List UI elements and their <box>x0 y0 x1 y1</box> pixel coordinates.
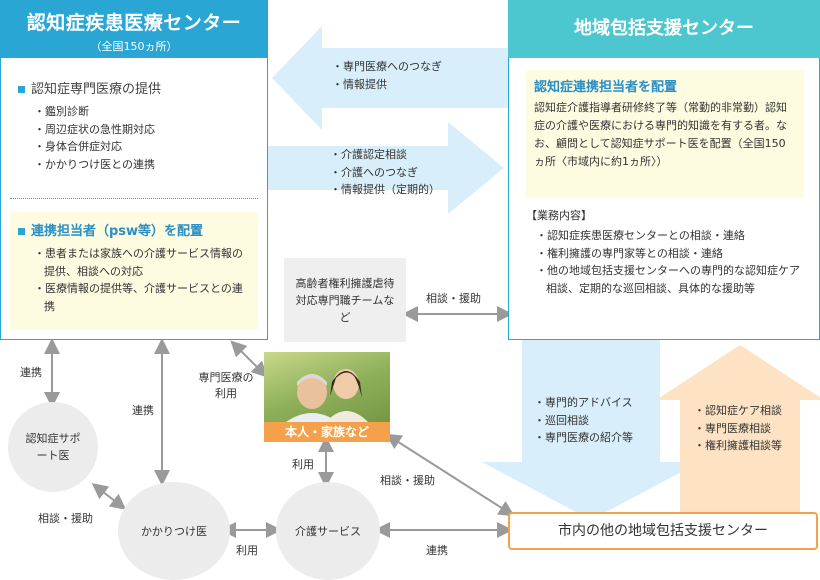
specialist-use-label: 専門医療の利用 <box>198 371 254 400</box>
other-center-node: 市内の他の地域包括支援センター <box>508 512 818 550</box>
section1-list: 鑑別診断周辺症状の急性期対応身体合併症対応かかりつけ医との連携 <box>30 103 258 173</box>
list-item: 専門的アドバイス <box>530 394 660 412</box>
list-item: 権利擁護の専門家等との相談・連絡 <box>532 245 808 263</box>
elder-team-node: 高齢者権利擁護虐待対応専門職チームなど <box>284 258 406 342</box>
consult-label: 相談・援助 <box>426 292 481 305</box>
renkei-label: 連携 <box>426 544 448 557</box>
list-item: 他の地域包括支援センターへの専門的な認知症ケア相談、定期的な巡回相談、具体的な援… <box>532 262 808 297</box>
elderly-couple-photo-icon <box>286 369 368 422</box>
square-bullet-icon <box>18 228 25 235</box>
list-item: 情報提供（定期的） <box>326 181 456 199</box>
use-label: 利用 <box>236 544 258 557</box>
community-support-center-title: 地域包括支援センター <box>508 0 820 58</box>
family-doctor-node: かかりつけ医 <box>118 482 230 580</box>
to-left-items: 専門医療へのつなぎ情報提供 <box>328 58 498 93</box>
list-item: 認知症ケア相談 <box>690 402 810 420</box>
list-item: 専門医療相談 <box>690 420 810 438</box>
specialist-care-section: 認知症専門医療の提供 鑑別診断周辺症状の急性期対応身体合併症対応かかりつけ医との… <box>18 78 258 173</box>
person-family-node: 本人・家族など <box>264 352 390 442</box>
list-item: 権利擁護相談等 <box>690 437 810 455</box>
consult-label: 相談・援助 <box>380 474 435 487</box>
care-service-node: 介護サービス <box>276 482 380 580</box>
highlight-title: 認知症連携担当者を配置 <box>534 80 678 95</box>
duties-section: 【業務内容】 認知症疾患医療センターとの相談・連絡権利擁護の専門家等との相談・連… <box>526 207 808 297</box>
list-item: 専門医療へのつなぎ <box>328 58 498 76</box>
other-center-label: 市内の他の地域包括支援センター <box>558 523 768 539</box>
square-bullet-icon <box>18 86 25 93</box>
liaison-officer-section: 認知症連携担当者を配置 認知症介護指導者研修終了等（常勤的非常勤）認知症の介護や… <box>526 70 804 198</box>
list-item: 巡回相談 <box>530 412 660 430</box>
consult-label: 相談・援助 <box>38 512 93 525</box>
list-item: かかりつけ医との連携 <box>30 156 258 174</box>
renkei-label: 連携 <box>20 366 42 379</box>
family-doctor-label: かかりつけ医 <box>140 525 208 538</box>
dementia-medical-center-header: 認知症疾患医療センター （全国150ヵ所） <box>0 0 268 58</box>
list-item: 情報提供 <box>328 76 498 94</box>
dementia-medical-center-subtitle: （全国150ヵ所） <box>90 40 178 53</box>
section2-list: 患者または家族への介護サービス情報の提供、相談への対応医療情報の提供等、介護サー… <box>30 245 250 315</box>
up-items: 認知症ケア相談専門医療相談権利擁護相談等 <box>690 402 810 455</box>
duties-list: 認知症疾患医療センターとの相談・連絡権利擁護の専門家等との相談・連絡他の地域包括… <box>532 227 808 297</box>
use-label: 利用 <box>292 458 314 471</box>
liaison-staff-section: 連携担当者（psw等）を配置 患者または家族への介護サービス情報の提供、相談への… <box>10 212 258 330</box>
section2-title: 連携担当者（psw等）を配置 <box>31 224 204 239</box>
divider <box>10 198 258 199</box>
care-service-label: 介護サービス <box>295 525 361 538</box>
to-right-items: 介護認定相談介護へのつなぎ情報提供（定期的） <box>326 146 456 199</box>
highlight-text: 認知症介護指導者研修終了等（常勤的非常勤）認知症の介護や医療における専門的知識を… <box>534 101 787 168</box>
list-item: 医療情報の提供等、介護サービスとの連携 <box>30 280 250 315</box>
list-item: 介護認定相談 <box>326 146 456 164</box>
down-items: 専門的アドバイス巡回相談専門医療の紹介等 <box>530 394 660 447</box>
list-item: 認知症疾患医療センターとの相談・連絡 <box>532 227 808 245</box>
section1-title: 認知症専門医療の提供 <box>31 82 162 97</box>
list-item: 専門医療の紹介等 <box>530 429 660 447</box>
list-item: 介護へのつなぎ <box>326 164 456 182</box>
renkei-label: 連携 <box>132 404 154 417</box>
list-item: 周辺症状の急性期対応 <box>30 121 258 139</box>
list-item: 身体合併症対応 <box>30 138 258 156</box>
support-doctor-label: 認知症サポート医 <box>25 432 81 462</box>
list-item: 患者または家族への介護サービス情報の提供、相談への対応 <box>30 245 250 280</box>
elder-team-label: 高齢者権利擁護虐待対応専門職チームなど <box>295 276 395 324</box>
dementia-medical-center-title: 認知症疾患医療センター <box>26 12 242 34</box>
list-item: 鑑別診断 <box>30 103 258 121</box>
support-doctor-node: 認知症サポート医 <box>8 402 98 492</box>
duties-title: 【業務内容】 <box>526 209 592 222</box>
person-family-label: 本人・家族など <box>264 422 390 442</box>
